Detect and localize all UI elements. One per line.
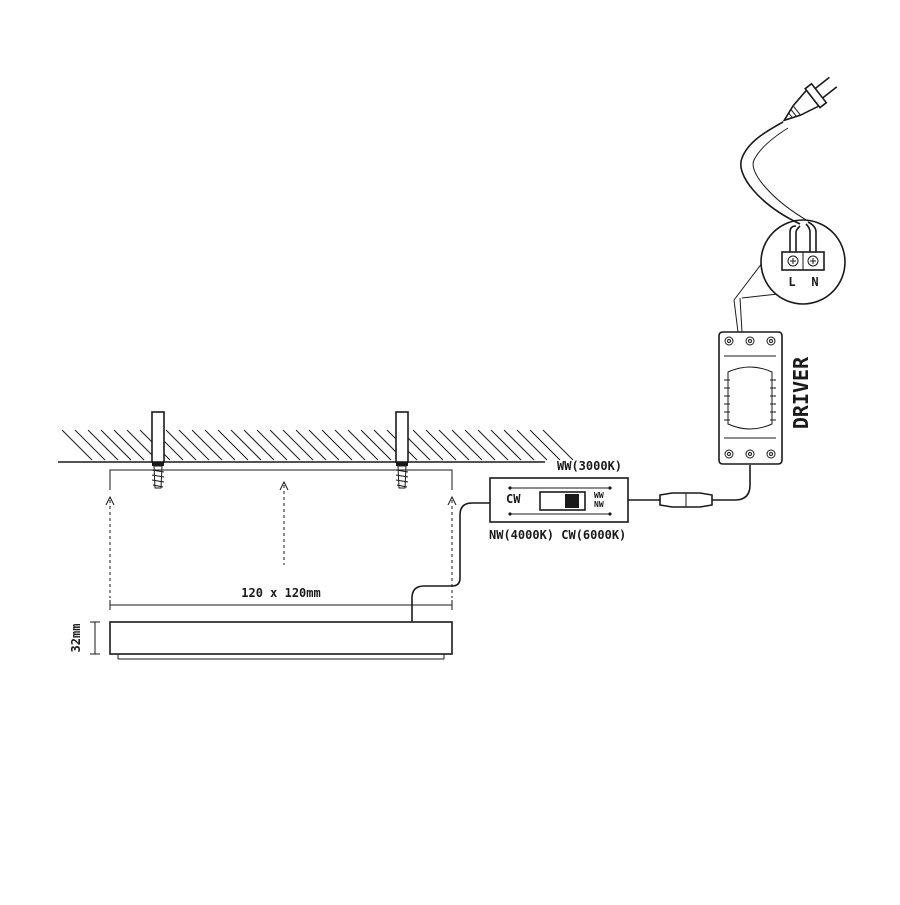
screw-left-icon — [151, 462, 165, 489]
screw-right-icon — [395, 462, 409, 489]
panel-cable — [411, 502, 490, 622]
hatch-line — [529, 429, 561, 461]
panel-light — [109, 621, 453, 660]
switch-ww-label: WW — [594, 491, 604, 500]
hatch-line — [321, 429, 353, 461]
cct-slider[interactable] — [565, 494, 579, 508]
dimension-label: 120 x 120mm — [241, 586, 320, 600]
hatch-line — [230, 429, 262, 461]
mains-cable-inner — [752, 127, 809, 222]
ww-label: WW(3000K) — [557, 459, 622, 473]
plug-icon — [782, 76, 838, 122]
mounting-bracket-left — [151, 411, 165, 463]
height-dimension: 32mm — [69, 621, 100, 655]
hatch-line — [100, 429, 132, 461]
install-arrows — [105, 480, 457, 598]
switch-nw-label: NW — [594, 500, 604, 509]
hatch-line — [490, 429, 522, 461]
hatch-line — [61, 429, 93, 461]
hatch-line — [282, 429, 314, 461]
height-label: 32mm — [69, 624, 83, 653]
width-dimension: 120 x 120mm — [109, 586, 453, 610]
hatch-line — [204, 429, 236, 461]
driver-cable — [712, 465, 751, 501]
terminal-zoom: L N — [760, 219, 846, 305]
hatch-line — [425, 429, 457, 461]
hatch-line — [269, 429, 301, 461]
hatch-line — [516, 429, 548, 461]
hatch-line — [308, 429, 340, 461]
mounting-bracket-right — [395, 411, 409, 463]
switch-cw-label: CW — [506, 492, 521, 506]
hatch-line — [477, 429, 509, 461]
hatch-line — [542, 429, 574, 461]
driver — [718, 297, 783, 465]
inline-connector — [659, 492, 713, 508]
mounting-frame — [109, 469, 453, 490]
hatch-line — [295, 429, 327, 461]
hatch-line — [87, 429, 119, 461]
hatch-line — [74, 429, 106, 461]
hatch-line — [113, 429, 145, 461]
driver-label: DRIVER — [789, 356, 813, 429]
ceiling — [58, 429, 574, 463]
hatch-line — [243, 429, 275, 461]
hatch-line — [191, 429, 223, 461]
hatch-line — [451, 429, 483, 461]
hatch-line — [178, 429, 210, 461]
hatch-line — [334, 429, 366, 461]
terminal-l-label: L — [788, 275, 795, 289]
hatch-line — [347, 429, 379, 461]
cct-switch-box: CW WW NW — [489, 477, 629, 523]
terminal-n-label: N — [811, 275, 818, 289]
hatch-line — [360, 429, 392, 461]
hatch-line — [165, 429, 197, 461]
hatch-line — [503, 429, 535, 461]
hatch-line — [438, 429, 470, 461]
mains-cable — [740, 121, 801, 225]
hatch-line — [412, 429, 444, 461]
hatch-line — [256, 429, 288, 461]
hatch-line — [464, 429, 496, 461]
nw-cw-label: NW(4000K) CW(6000K) — [489, 528, 626, 542]
hatch-line — [217, 429, 249, 461]
